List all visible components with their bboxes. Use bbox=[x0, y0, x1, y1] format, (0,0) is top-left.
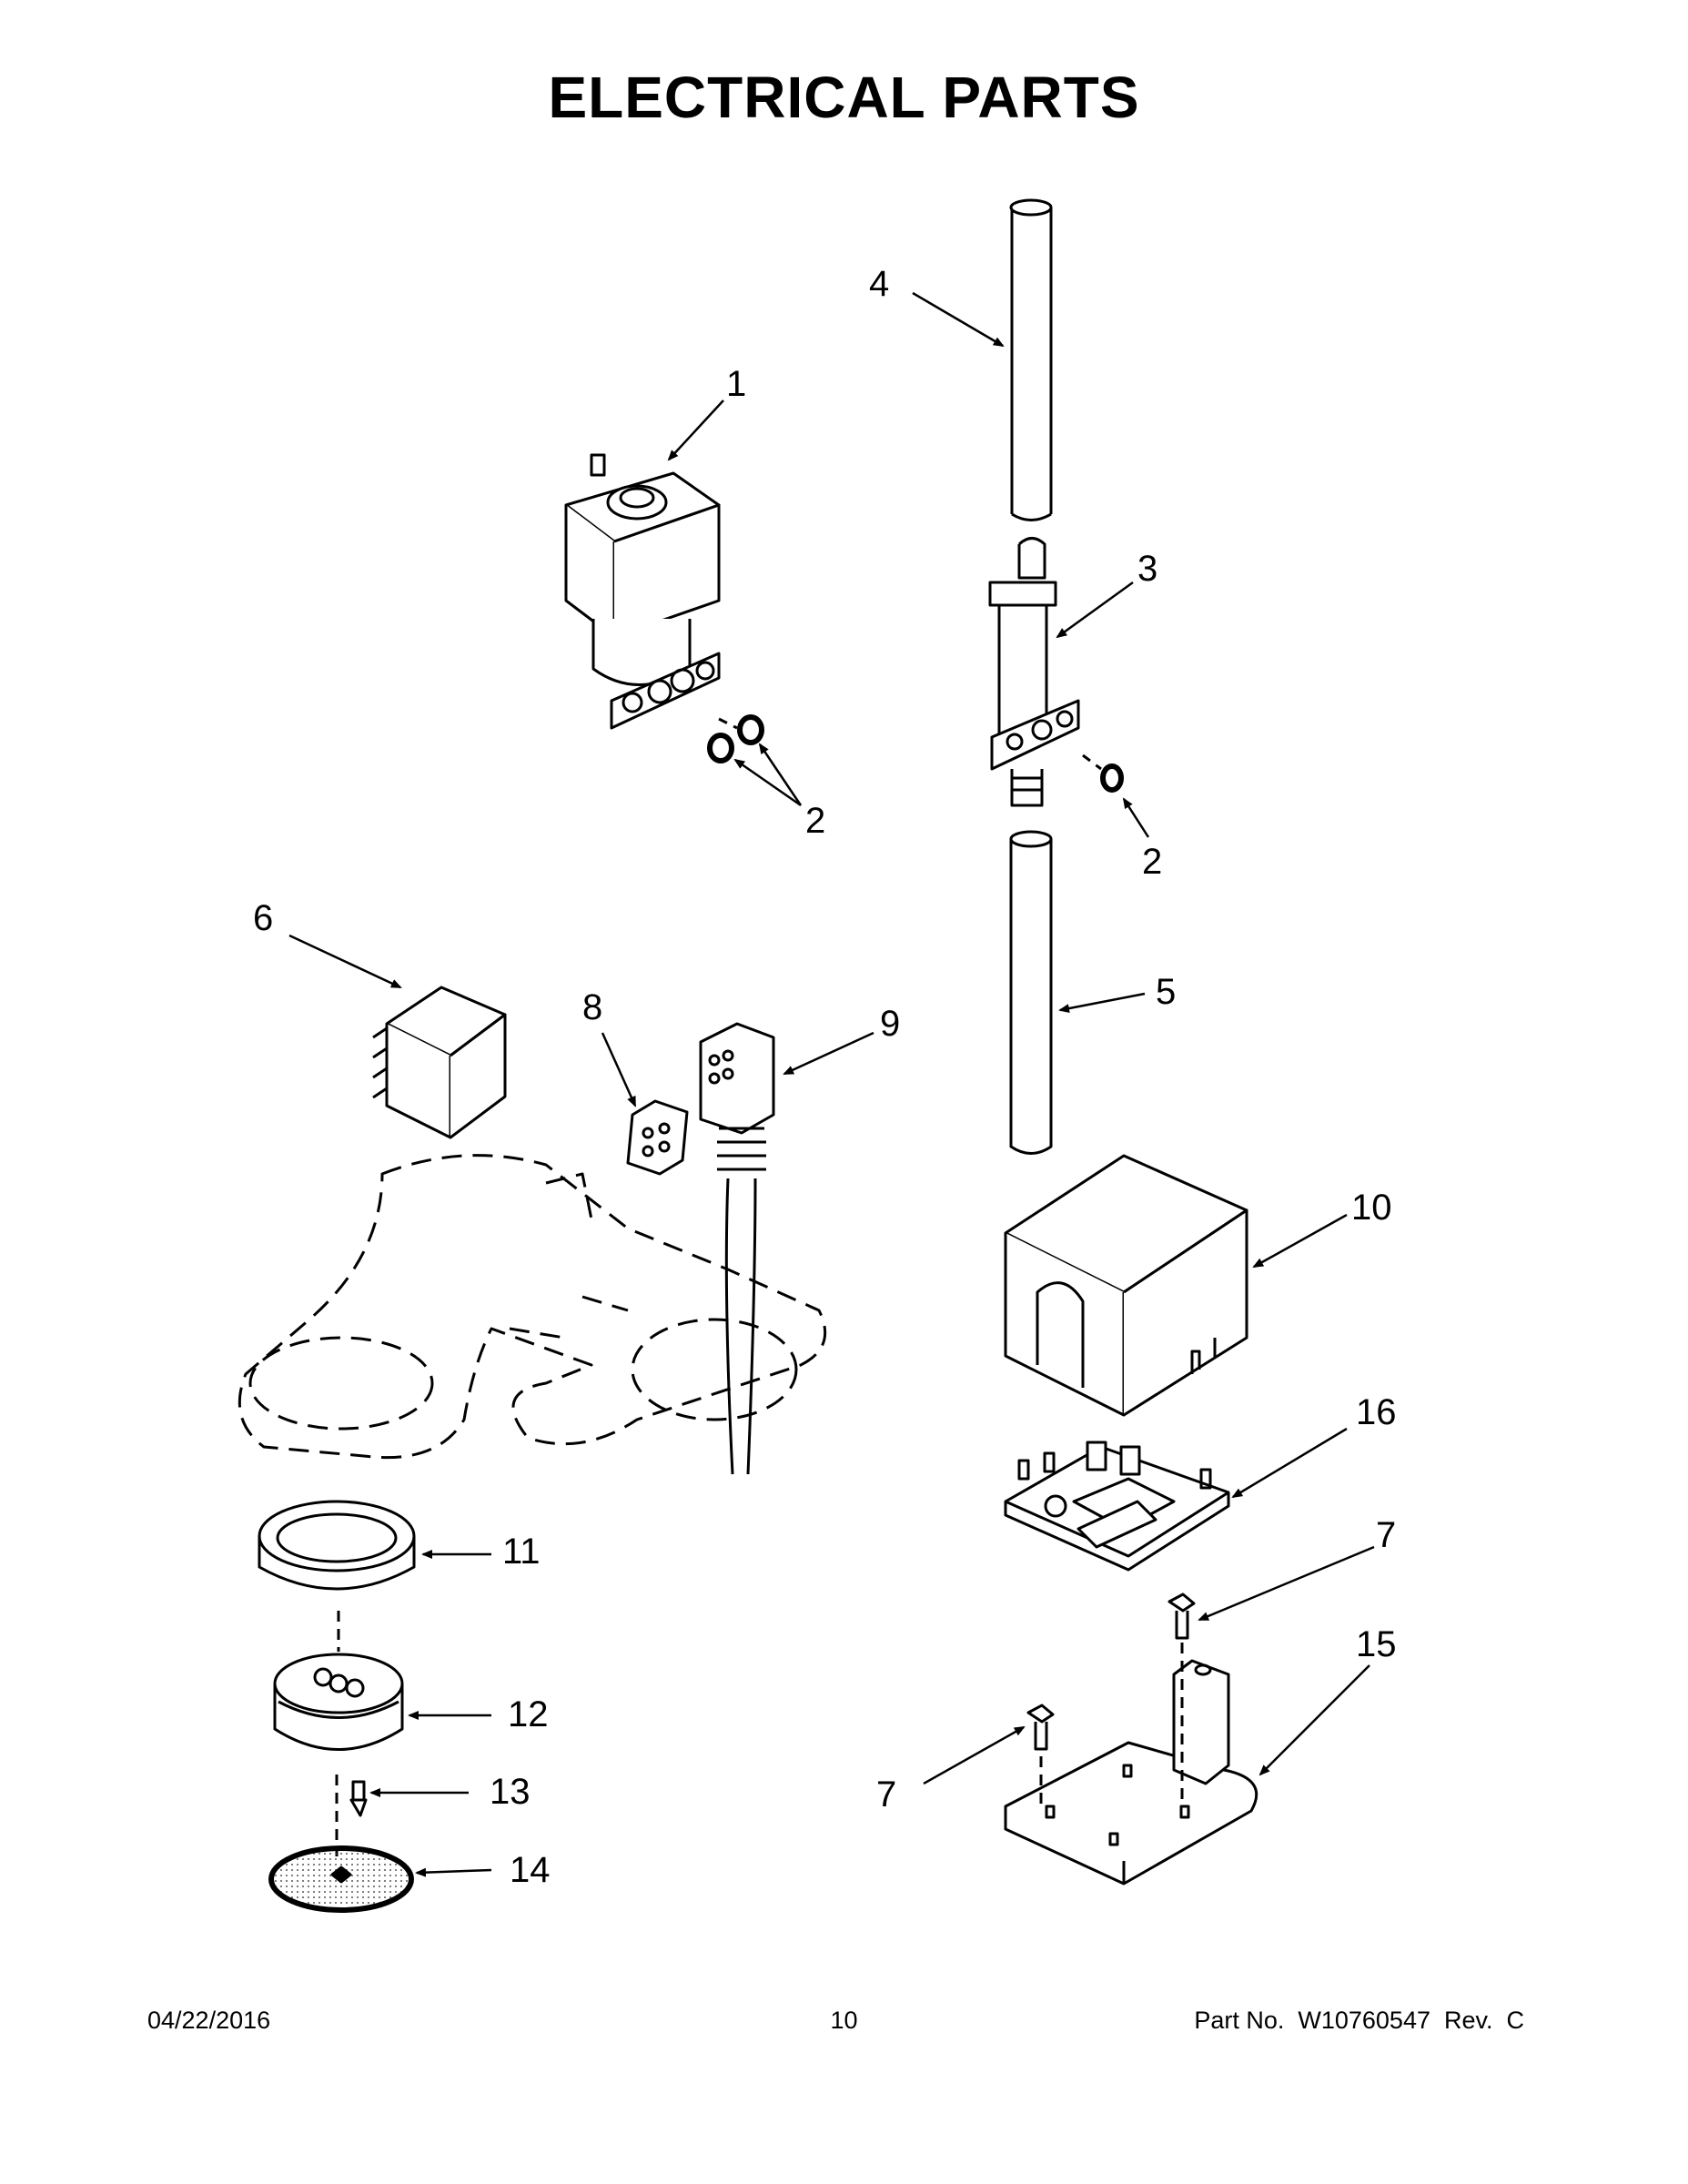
leader-15 bbox=[1258, 1664, 1370, 1776]
leader-2a-2 bbox=[758, 743, 803, 806]
leader-7a bbox=[1198, 1545, 1375, 1622]
solenoid-valve-part-1 bbox=[564, 453, 721, 730]
screw-part-7a bbox=[1167, 1592, 1196, 1802]
cover-part-10 bbox=[1004, 1154, 1248, 1417]
circuit-board-part-16 bbox=[1004, 1441, 1230, 1572]
callout-11: 11 bbox=[502, 1532, 541, 1572]
leader-7b bbox=[923, 1725, 1026, 1785]
callout-6: 6 bbox=[253, 898, 273, 938]
leader-10 bbox=[1252, 1213, 1348, 1269]
leader-6 bbox=[288, 934, 402, 989]
callout-13: 13 bbox=[490, 1772, 531, 1812]
ring-part-11 bbox=[258, 1500, 416, 1652]
leader-4 bbox=[912, 291, 1005, 348]
callout-4: 4 bbox=[869, 264, 889, 304]
callout-2a: 2 bbox=[805, 801, 825, 841]
callout-8: 8 bbox=[582, 987, 602, 1027]
relay-part-6 bbox=[372, 986, 507, 1139]
leader-14 bbox=[415, 1867, 492, 1877]
callout-1: 1 bbox=[726, 364, 746, 404]
leader-3 bbox=[1056, 581, 1134, 639]
upper-tube-part-4 bbox=[1009, 198, 1053, 521]
callout-5: 5 bbox=[1156, 972, 1176, 1012]
wiring-harness-outline bbox=[238, 1154, 827, 1460]
callout-12: 12 bbox=[508, 1694, 549, 1734]
leader-8 bbox=[601, 1032, 637, 1107]
footer-date: 04/22/2016 bbox=[147, 2007, 271, 2034]
callout-7a: 7 bbox=[1376, 1515, 1396, 1555]
footer-page-number: 10 bbox=[830, 2007, 858, 2034]
page-title: ELECTRICAL PARTS bbox=[548, 65, 1140, 130]
lower-tube-part-5 bbox=[1009, 830, 1053, 1155]
callout-14: 14 bbox=[510, 1850, 551, 1890]
connector-fitting-part-3 bbox=[988, 537, 1102, 807]
callout-9: 9 bbox=[880, 1004, 900, 1044]
leader-5 bbox=[1058, 992, 1146, 1014]
o-ring-part-2b bbox=[1100, 763, 1124, 793]
footer-part-number: Part No. W10760547 Rev. C bbox=[1194, 2007, 1524, 2034]
terminal-block-part-8 bbox=[626, 1099, 689, 1176]
callout-7b: 7 bbox=[876, 1774, 896, 1815]
leader-2b bbox=[1122, 797, 1150, 838]
plug-cord-part-9 bbox=[699, 1022, 775, 1475]
switch-body-part-12 bbox=[273, 1653, 404, 1856]
callout-10: 10 bbox=[1351, 1188, 1392, 1228]
callout-15: 15 bbox=[1356, 1624, 1397, 1664]
bracket-part-15 bbox=[1004, 1659, 1258, 1886]
screw-part-13 bbox=[349, 1780, 368, 1817]
leader-2a-1 bbox=[733, 758, 802, 807]
leader-1 bbox=[667, 399, 724, 461]
callout-16: 16 bbox=[1356, 1392, 1397, 1432]
leader-9 bbox=[783, 1031, 874, 1076]
disc-part-14 bbox=[268, 1845, 414, 1913]
callout-3: 3 bbox=[1137, 549, 1157, 589]
leader-16 bbox=[1231, 1427, 1348, 1499]
o-rings-part-2a bbox=[707, 714, 764, 763]
screw-part-7b bbox=[1026, 1704, 1055, 1806]
callout-2b: 2 bbox=[1142, 842, 1162, 882]
